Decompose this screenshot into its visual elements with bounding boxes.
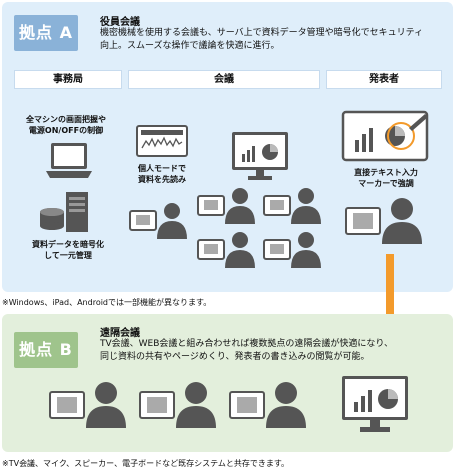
remote-attendee-icon xyxy=(139,382,216,428)
attendee-icon xyxy=(197,232,255,268)
personal-mode-tablet-icon xyxy=(136,125,188,157)
server-icon xyxy=(40,192,88,232)
site-b-description-line2: 同じ資料の共有やページめくり、発表者の書き込みの閲覧が可能。 xyxy=(100,352,370,362)
site-a-description-line1: 機密機械を使用する会議も、サーバ上で資料データ管理や暗号化でセキュリティ xyxy=(100,28,424,38)
column-header-secretariat: 事務局 xyxy=(14,70,122,89)
site-b-description-line1: TV会議、WEB会議と組み合わせれば複数拠点の遠隔会議が快適になり、 xyxy=(100,339,394,349)
laptop-icon xyxy=(46,143,92,178)
attendee-icon xyxy=(263,232,321,268)
presenter-caption: 直接テキスト入力 マーカーで強調 xyxy=(354,168,418,188)
site-a-description-line2: 向上。スムーズな操作で議論を快適に進行。 xyxy=(100,41,280,51)
site-b-badge: 拠点 B xyxy=(14,332,78,368)
column-header-meeting: 会議 xyxy=(128,70,320,89)
remote-attendee-icon xyxy=(49,382,126,428)
site-a-badge: 拠点 A xyxy=(14,15,78,51)
site-a-title: 役員会議 xyxy=(100,17,140,28)
site-b-footnote: ※TV会議、マイク、スピーカー、電子ボードなど既存システムと共存できます。 xyxy=(2,459,290,468)
attendee-icon xyxy=(129,203,187,239)
attendee-icon xyxy=(263,188,321,224)
personal-mode-caption: 個人モードで 資料を先読み xyxy=(138,164,186,184)
site-a-footnote: ※Windows、iPad、Androidでは一部機能が異なります。 xyxy=(2,298,212,307)
secretariat-caption: 全マシンの画面把握や 電源ON/OFFの制御 xyxy=(26,115,106,135)
server-caption: 資料データを暗号化 して一元管理 xyxy=(32,240,104,260)
presenter-icon xyxy=(345,198,422,244)
remote-display-icon xyxy=(342,376,408,432)
column-header-presenter: 発表者 xyxy=(326,70,442,89)
presenter-tablet-pen-icon xyxy=(341,110,429,162)
attendee-icon xyxy=(197,188,255,224)
site-b-title: 遠隔会議 xyxy=(100,328,140,339)
meeting-display-icon xyxy=(232,132,288,180)
remote-attendee-icon xyxy=(229,382,306,428)
